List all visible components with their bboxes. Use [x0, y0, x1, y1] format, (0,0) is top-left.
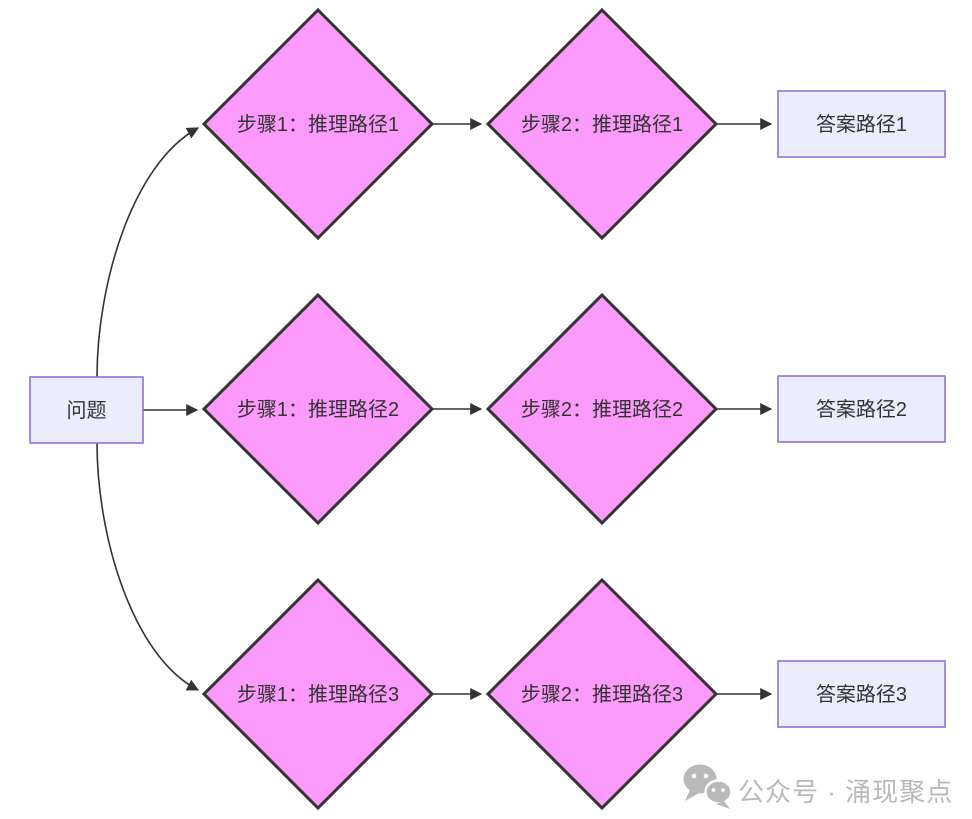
step2-path1-diamond: [485, 7, 719, 241]
edge-question-to-step1-path3: [96, 442, 200, 691]
wechat-eye: [691, 773, 697, 779]
step1-path3-node: 步骤1：推理路径3: [201, 577, 435, 811]
answer-path1-node: 答案路径1: [777, 90, 946, 158]
answer-path1-label: 答案路径1: [816, 113, 907, 136]
step2-path3-diamond: [485, 577, 719, 811]
step1-path1-diamond: [201, 7, 435, 241]
step1-path3-label: 步骤1：推理路径3: [237, 683, 399, 706]
step1-path3-diamond: [201, 577, 435, 811]
step2-path2-diamond: [485, 292, 719, 526]
wechat-eye: [703, 773, 709, 779]
step1-path2-label: 步骤1：推理路径2: [237, 398, 399, 421]
question-label: 问题: [67, 399, 107, 422]
answer-path1-box: [777, 90, 946, 158]
step2-path3-node: 步骤2：推理路径3: [485, 577, 719, 811]
step2-path3-label: 步骤2：推理路径3: [521, 683, 683, 706]
answer-path3-label: 答案路径3: [816, 683, 907, 706]
wechat-eye: [721, 788, 725, 792]
watermark-label: 公众号 · 涌现聚点: [738, 777, 953, 807]
edge-question-to-step1-path1: [96, 127, 200, 378]
wechat-icon: [683, 764, 733, 809]
step1-path2-node: 步骤1：推理路径2: [201, 292, 435, 526]
answer-path2-label: 答案路径2: [816, 398, 907, 421]
answer-path3-node: 答案路径3: [777, 660, 946, 728]
answer-path3-box: [777, 660, 946, 728]
wechat-eye: [711, 788, 716, 792]
answer-path2-box: [777, 375, 946, 443]
step2-path1-label: 步骤2：推理路径1: [521, 113, 683, 136]
question-box: [29, 376, 144, 444]
step1-path1-node: 步骤1：推理路径1: [201, 7, 435, 241]
watermark: 公众号 · 涌现聚点: [683, 764, 953, 809]
wechat-bubble-large-tail: [685, 790, 699, 801]
question-node: 问题: [29, 376, 144, 444]
wechat-bubble-small-tail: [716, 801, 730, 809]
step1-path2-diamond: [201, 292, 435, 526]
step2-path1-node: 步骤2：推理路径1: [485, 7, 719, 241]
step2-path2-label: 步骤2：推理路径2: [521, 398, 683, 421]
answer-path2-node: 答案路径2: [777, 375, 946, 443]
step1-path1-label: 步骤1：推理路径1: [237, 113, 399, 136]
step2-path2-node: 步骤2：推理路径2: [485, 292, 719, 526]
wechat-bubble-small: [704, 779, 733, 805]
